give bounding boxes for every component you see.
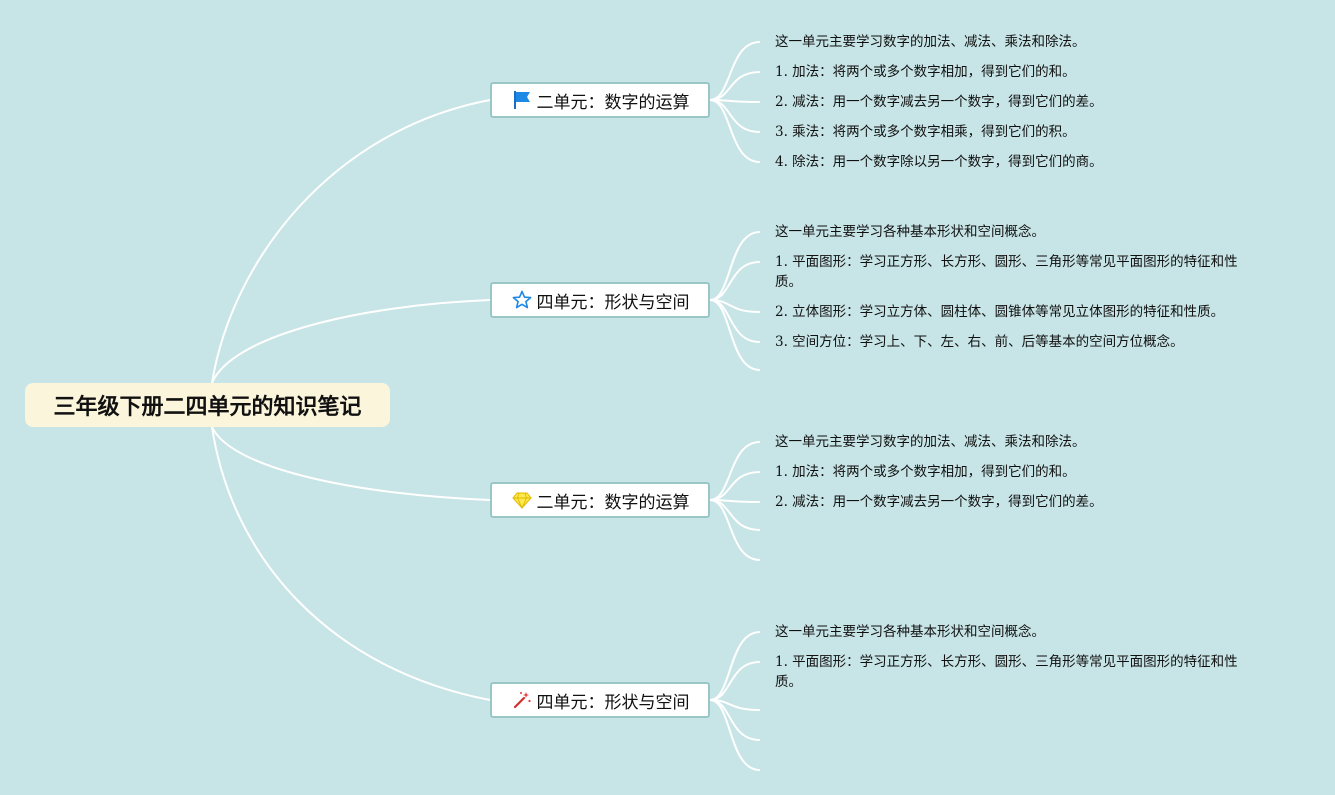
leaf-topic[interactable]: 这一单元主要学习各种基本形状和空间概念。 [775, 224, 1045, 240]
branch-leaf-connector [709, 71, 761, 101]
root-branch-connector [211, 426, 491, 701]
leaf-topic[interactable]: 4. 除法：用一个数字除以另一个数字，得到它们的商。 [775, 154, 1103, 170]
branch-topic-label: 二单元：数字的运算 [536, 92, 690, 113]
root-branch-connector [211, 426, 491, 501]
branch-topic-label: 四单元：形状与空间 [536, 692, 690, 713]
branch-leaf-connector [709, 499, 761, 561]
root-branch-connector [211, 299, 491, 384]
branch-leaf-connector [709, 41, 761, 101]
leaf-topic[interactable]: 2. 立体图形：学习立方体、圆柱体、圆锥体等常见立体图形的特征和性质。 [775, 304, 1225, 320]
branch-leaf-connector [709, 661, 761, 701]
branch-topic-unit2-operations-copy[interactable]: 二单元：数字的运算 [490, 482, 710, 518]
branch-leaf-connector [709, 699, 761, 711]
branch-leaf-connector [709, 99, 761, 163]
branch-topic-label: 二单元：数字的运算 [536, 492, 690, 513]
branch-leaf-connector [709, 699, 761, 741]
branch-leaf-connector [709, 471, 761, 501]
branch-leaf-connector [709, 441, 761, 501]
leaf-topic[interactable]: 这一单元主要学习各种基本形状和空间概念。 [775, 624, 1045, 640]
branch-leaf-connector [709, 499, 761, 531]
branch-leaf-connector [709, 261, 761, 301]
leaf-topic[interactable]: 1. 加法：将两个或多个数字相加，得到它们的和。 [775, 464, 1076, 480]
root-topic[interactable]: 三年级下册二四单元的知识笔记 [25, 383, 390, 427]
leaf-topic[interactable]: 这一单元主要学习数字的加法、减法、乘法和除法。 [775, 34, 1086, 50]
branch-topic-unit2-operations[interactable]: 二单元：数字的运算 [490, 82, 710, 118]
leaf-topic[interactable]: 1. 平面图形：学习正方形、长方形、圆形、三角形等常见平面图形的特征和性质。 [775, 254, 1238, 290]
branch-leaf-connector [709, 299, 761, 371]
branch-leaf-connector [709, 231, 761, 301]
leaf-topic[interactable]: 3. 空间方位：学习上、下、左、右、前、后等基本的空间方位概念。 [775, 334, 1184, 350]
leaf-topic[interactable]: 1. 加法：将两个或多个数字相加，得到它们的和。 [775, 64, 1076, 80]
branch-leaf-connector [709, 99, 761, 133]
root-branch-connector [211, 99, 491, 384]
branch-topic-unit4-shapes[interactable]: 四单元：形状与空间 [490, 282, 710, 318]
branch-leaf-connector [709, 699, 761, 771]
leaf-topic[interactable]: 1. 平面图形：学习正方形、长方形、圆形、三角形等常见平面图形的特征和性质。 [775, 654, 1238, 690]
branch-leaf-connector [709, 299, 761, 343]
branch-topic-unit4-shapes-copy[interactable]: 四单元：形状与空间 [490, 682, 710, 718]
blue-star-icon [511, 289, 533, 311]
yellow-diamond-icon [511, 489, 533, 511]
blue-flag-icon [511, 89, 533, 111]
leaf-topic[interactable]: 这一单元主要学习数字的加法、减法、乘法和除法。 [775, 434, 1086, 450]
branch-leaf-connector [709, 299, 761, 313]
leaf-topic[interactable]: 3. 乘法：将两个或多个数字相乘，得到它们的积。 [775, 124, 1076, 140]
leaf-topic[interactable]: 2. 减法：用一个数字减去另一个数字，得到它们的差。 [775, 494, 1103, 510]
branch-leaf-connector [709, 499, 761, 503]
root-topic-label: 三年级下册二四单元的知识笔记 [53, 395, 362, 420]
leaf-topic[interactable]: 2. 减法：用一个数字减去另一个数字，得到它们的差。 [775, 94, 1103, 110]
branch-leaf-connector [709, 99, 761, 103]
red-magic-wand-icon [511, 689, 533, 711]
branch-leaf-connector [709, 631, 761, 701]
branch-topic-label: 四单元：形状与空间 [536, 292, 690, 313]
